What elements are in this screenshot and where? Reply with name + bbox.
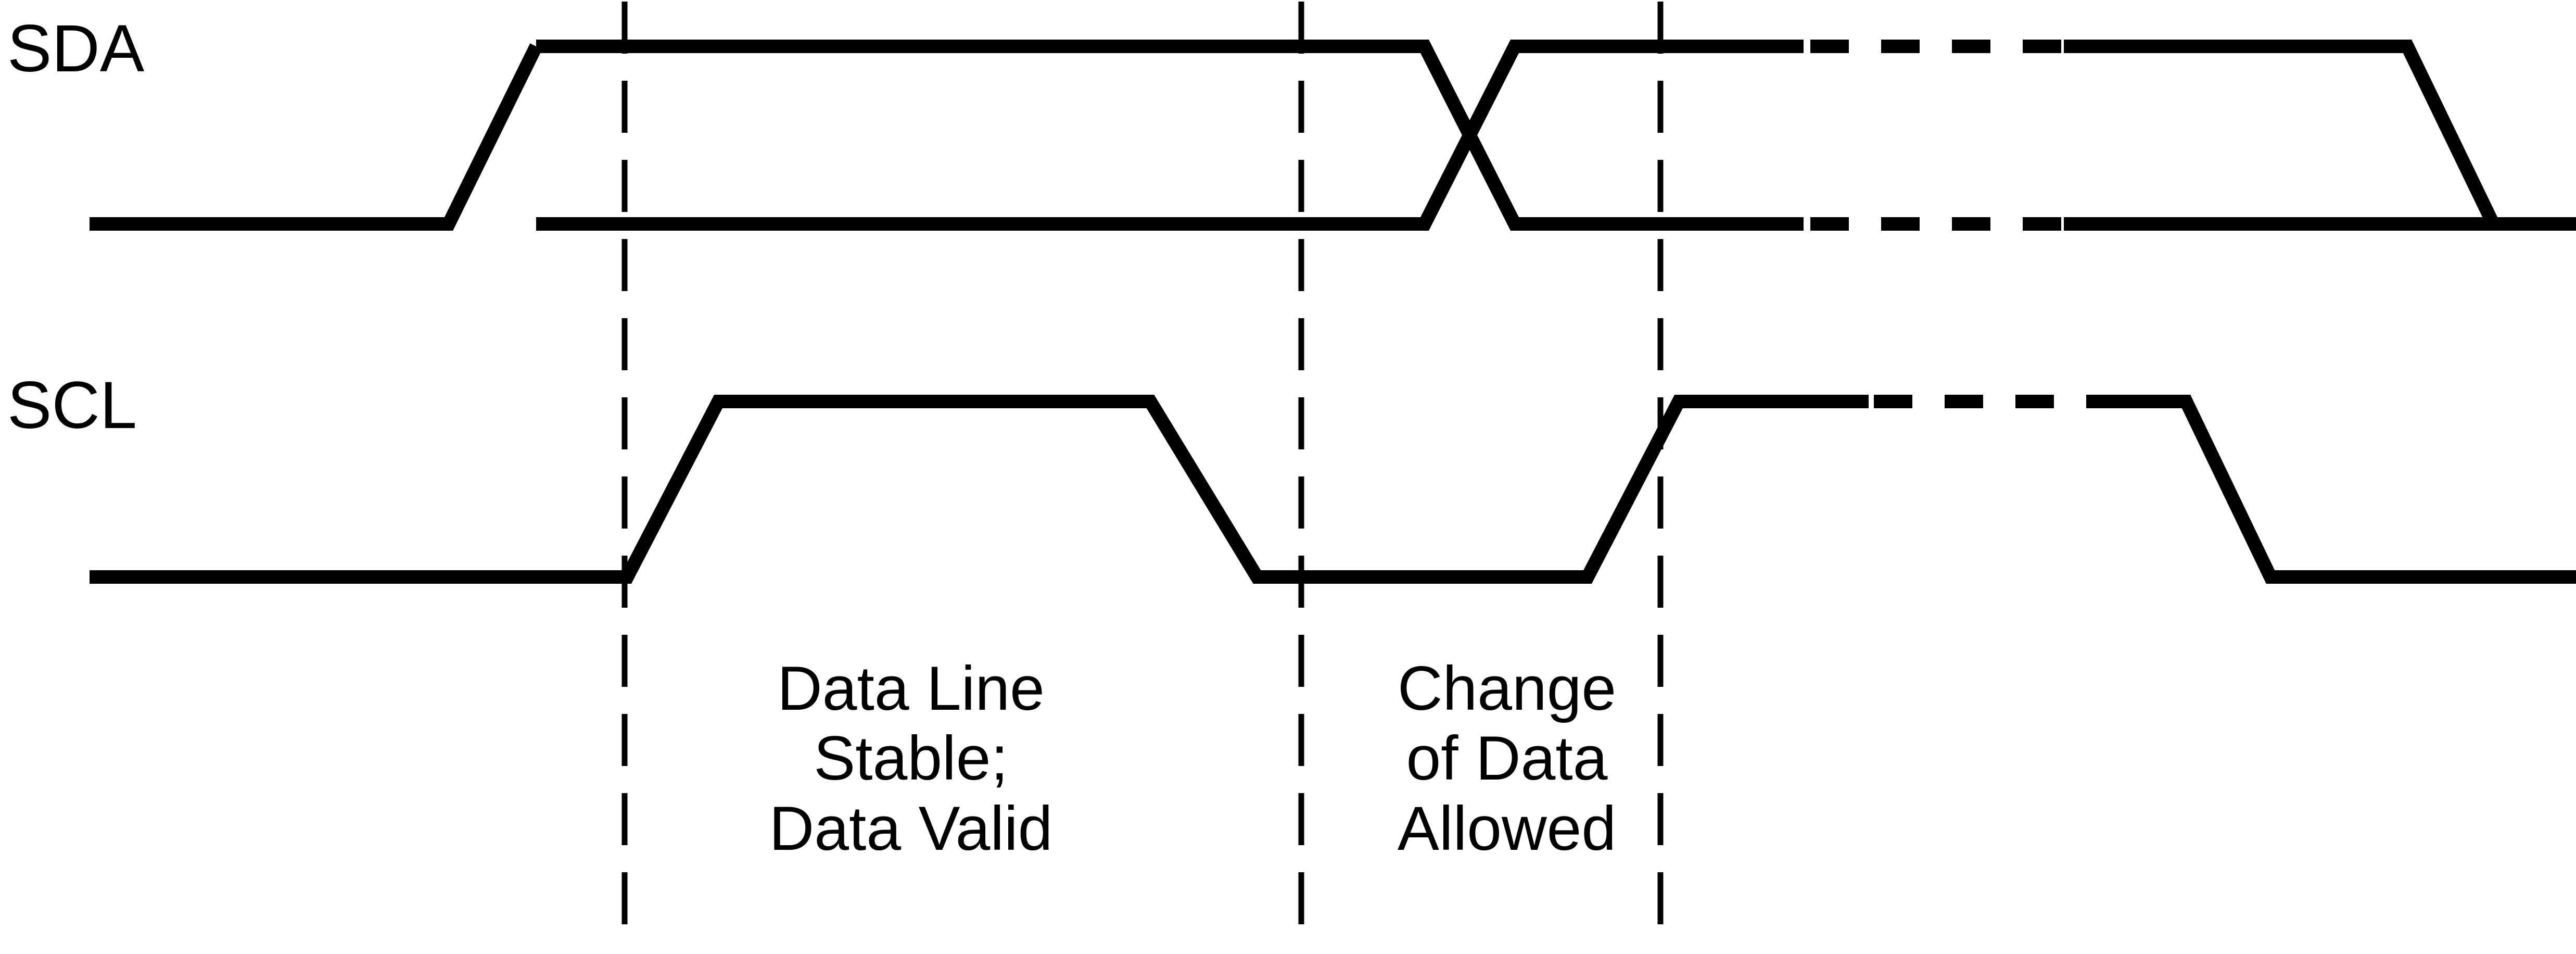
sda-low-rail-before-cross	[536, 40, 1804, 231]
annotation-data-stable: Data Line Stable; Data Valid	[769, 654, 1053, 863]
scl-signal-label: SCL	[7, 368, 137, 443]
sda-signal-label: SDA	[7, 11, 145, 86]
scl-waveform	[90, 395, 2576, 584]
sda-waveform	[90, 40, 2576, 231]
scl-trace-pulse-one	[90, 395, 1869, 584]
scl-trace-pulse-two	[2091, 395, 2576, 584]
sda-lower-trace-left	[90, 43, 542, 231]
sda-upper-trace-right	[2064, 40, 2576, 231]
sda-high-plateau	[536, 40, 1804, 231]
annotation-change-allowed: Change of Data Allowed	[1397, 654, 1617, 863]
